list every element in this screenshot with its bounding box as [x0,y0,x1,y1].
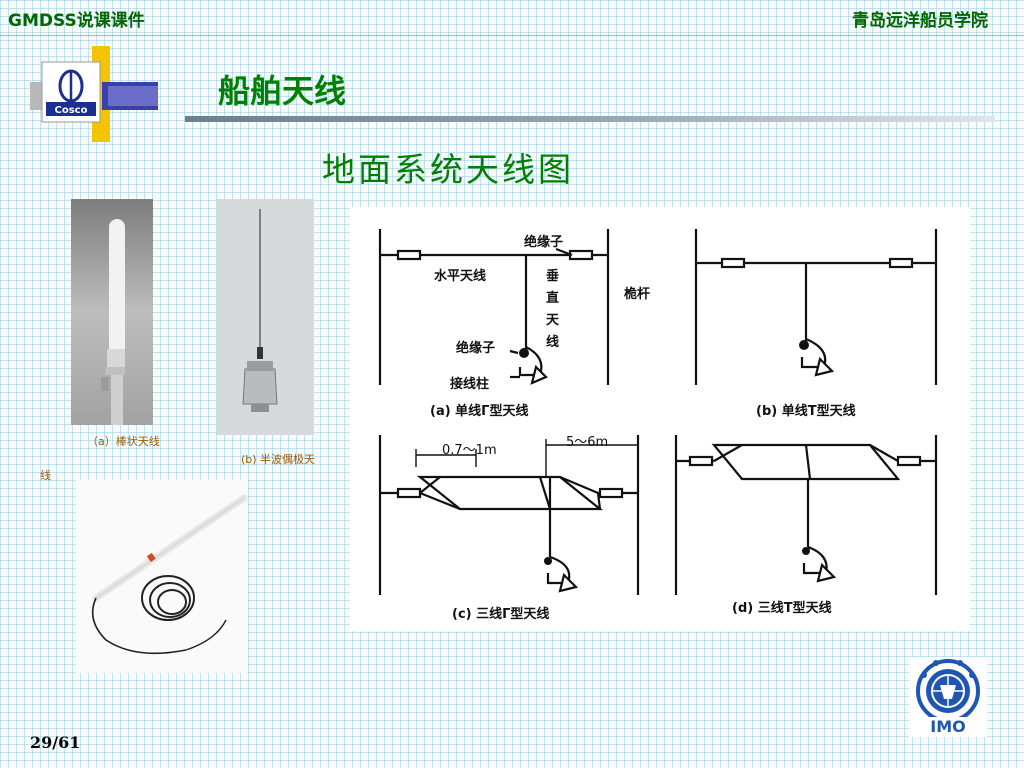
label-vertical-3: 天 [546,313,560,328]
panel-d-caption: (d) 三线T型天线 [732,601,832,616]
rod-antenna-photo [71,199,153,425]
photo-b-caption-wrap: 线 [40,469,51,482]
panel-b-caption: (b) 单线T型天线 [756,404,856,419]
svg-text:IMO: IMO [930,717,965,736]
cosco-logo: Cosco [30,46,160,142]
slide-title: 船舶天线 [218,72,347,110]
label-insulator-mid: 绝缘子 [456,341,496,356]
photo-b-caption: (b) 半波偶极天 [241,453,316,466]
photo-a-caption: （a）棒状天线 [87,435,160,448]
whip-antenna-cable-photo [76,480,248,673]
slide-subtitle: 地面系统天线图 [322,150,574,189]
ground-antenna-diagram: 绝缘子 水平天线 垂 直 天 线 桅杆 绝缘子 接线柱 0.7～1m 5～6m … [350,207,970,631]
panel-a-caption: (a) 单线Γ型天线 [430,404,529,419]
label-dim-2: 5～6m [566,435,609,450]
header-divider [0,35,1024,36]
label-terminal: 接线柱 [450,377,490,392]
svg-text:Cosco: Cosco [55,105,88,116]
label-horizontal-antenna: 水平天线 [434,269,487,284]
header-course-title: GMDSS说课课件 [8,11,145,31]
panel-c-caption: (c) 三线Γ型天线 [452,607,550,622]
label-dim-1: 0.7～1m [442,443,497,458]
label-mast: 桅杆 [624,287,651,302]
half-wave-dipole-photo [217,199,314,435]
label-vertical-1: 垂 [546,269,560,284]
title-underline [185,116,995,122]
page-number: 29/61 [30,733,81,752]
label-vertical-2: 直 [546,291,560,306]
label-vertical-4: 线 [546,335,560,350]
imo-logo: IMO [909,657,987,737]
label-insulator-top: 绝缘子 [524,235,564,250]
header-institution: 青岛远洋船员学院 [852,11,988,31]
